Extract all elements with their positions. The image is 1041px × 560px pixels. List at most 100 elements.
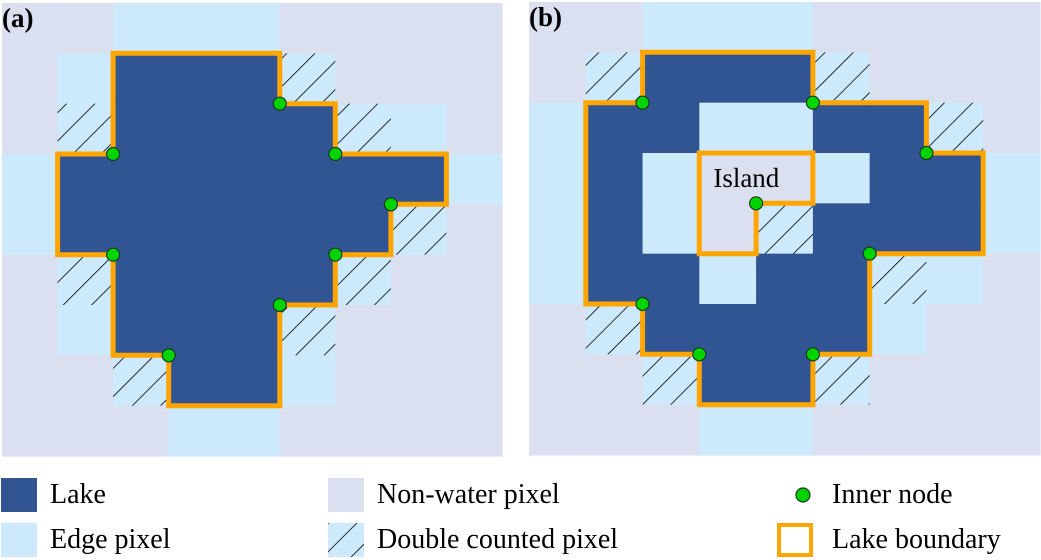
nonwater-pixel	[585, 2, 644, 53]
lake-pixel	[168, 53, 225, 105]
nonwater-pixel	[983, 253, 1041, 305]
lake-pixel	[113, 254, 170, 306]
edge-pixel	[529, 153, 587, 204]
panel-label: (b)	[529, 2, 562, 32]
legend-double: Double counted pixel	[328, 522, 618, 558]
lake-pixel	[224, 355, 281, 407]
nonwater-pixel	[113, 405, 170, 457]
nonwater-pixel	[2, 103, 59, 155]
nonwater-pixel	[926, 404, 984, 456]
edge-pixel	[529, 102, 587, 154]
nonwater-pixel	[983, 404, 1041, 456]
edge-pixel	[529, 253, 587, 305]
lake-pixel	[756, 52, 814, 104]
lake-pixel	[113, 204, 170, 256]
nonwater-pixel	[869, 354, 928, 406]
nonwater-pixel	[529, 2, 587, 53]
lake-pixel	[585, 253, 644, 305]
island-pixel	[699, 203, 757, 255]
lake-swatch	[1, 478, 37, 512]
lake-pixel	[57, 204, 114, 256]
lake-boundary-diagram: (a) Island (b)	[2, 2, 1041, 457]
nonwater-pixel	[529, 52, 587, 104]
double-counted-pixel	[57, 254, 114, 306]
nonwater-pixel	[446, 103, 503, 155]
edge-pixel	[983, 203, 1041, 255]
lake-pixel	[224, 53, 281, 105]
legend-lake: Lake	[1, 477, 106, 513]
lake-pixel	[869, 203, 928, 255]
edge-pixel	[279, 355, 336, 407]
inner-node	[805, 347, 820, 362]
inner-node	[106, 247, 121, 262]
nonwater-pixel	[279, 3, 336, 54]
nonwater-pixel	[335, 53, 392, 105]
nonwater-pixel	[812, 404, 871, 456]
nonwater-pixel	[983, 2, 1041, 53]
nonwater-pixel	[279, 405, 336, 457]
nonwater-pixel	[926, 354, 984, 406]
edge-pixel	[699, 404, 757, 456]
double-counted-pixel	[390, 204, 448, 256]
edge-pixel	[699, 253, 757, 305]
nonwater-pixel	[869, 404, 928, 456]
double-counted-pixel	[926, 102, 984, 154]
inner-node	[805, 95, 820, 110]
nonwater-pixel	[390, 305, 448, 356]
edge-pixel	[529, 203, 587, 255]
lake-pixel	[168, 154, 225, 205]
nonwater-pixel	[446, 3, 503, 54]
lake-pixel	[279, 103, 336, 155]
lake-pixel	[279, 254, 336, 306]
lake-pixel	[699, 52, 757, 104]
nonwater-pixel	[446, 204, 503, 256]
lake-boundary	[55, 50, 449, 409]
island-pixel	[756, 153, 814, 204]
edge-pixel	[113, 3, 170, 54]
lake-pixel	[642, 304, 700, 355]
edge-pixel	[446, 154, 503, 205]
nonwater-pixel	[983, 52, 1041, 104]
edge-pixel	[756, 404, 814, 456]
lake-pixel	[869, 102, 928, 154]
lake-pixel	[168, 254, 225, 306]
legend-node: Inner node	[784, 477, 953, 513]
lake-pixel	[224, 305, 281, 356]
nonwater-pixel	[983, 102, 1041, 154]
double-counted-pixel	[642, 354, 700, 406]
edge-pixel	[642, 203, 700, 255]
nonwater-pixel	[983, 354, 1041, 406]
edge-pixel	[2, 204, 59, 256]
lake-pixel	[585, 153, 644, 204]
island-label: Island	[713, 163, 779, 193]
lake-pixel	[642, 52, 700, 104]
nonwater-pixel	[335, 305, 392, 356]
nonwater-pixel	[446, 305, 503, 356]
lake-pixel	[926, 153, 984, 204]
lake-pixel	[224, 204, 281, 256]
island-pixel	[699, 153, 757, 204]
legend-edge-label: Edge pixel	[50, 524, 171, 555]
panel-label: (a)	[2, 3, 33, 33]
double-counted-swatch	[328, 523, 364, 557]
lake-pixel	[113, 53, 170, 105]
nonwater-pixel	[446, 405, 503, 457]
double-counted-pixel	[279, 305, 336, 356]
lake-pixel	[585, 203, 644, 255]
legend-node-label: Inner node	[832, 479, 953, 510]
nonwater-pixel	[57, 405, 114, 457]
edge-pixel	[812, 153, 871, 204]
nonwater-pixel	[869, 52, 928, 104]
lake-pixel	[113, 154, 170, 205]
inner-node	[328, 247, 343, 262]
nonwater-pixel	[390, 355, 448, 407]
double-counted-pixel	[585, 304, 644, 355]
edge-pixel	[168, 405, 225, 457]
legend-lake-label: Lake	[50, 479, 106, 510]
lake-pixel	[642, 102, 700, 154]
nonwater-pixel	[2, 254, 59, 306]
inner-node	[919, 145, 934, 161]
double-counted-pixel	[585, 52, 644, 104]
lake-pixel	[756, 304, 814, 355]
double-counted-pixel	[279, 53, 336, 105]
